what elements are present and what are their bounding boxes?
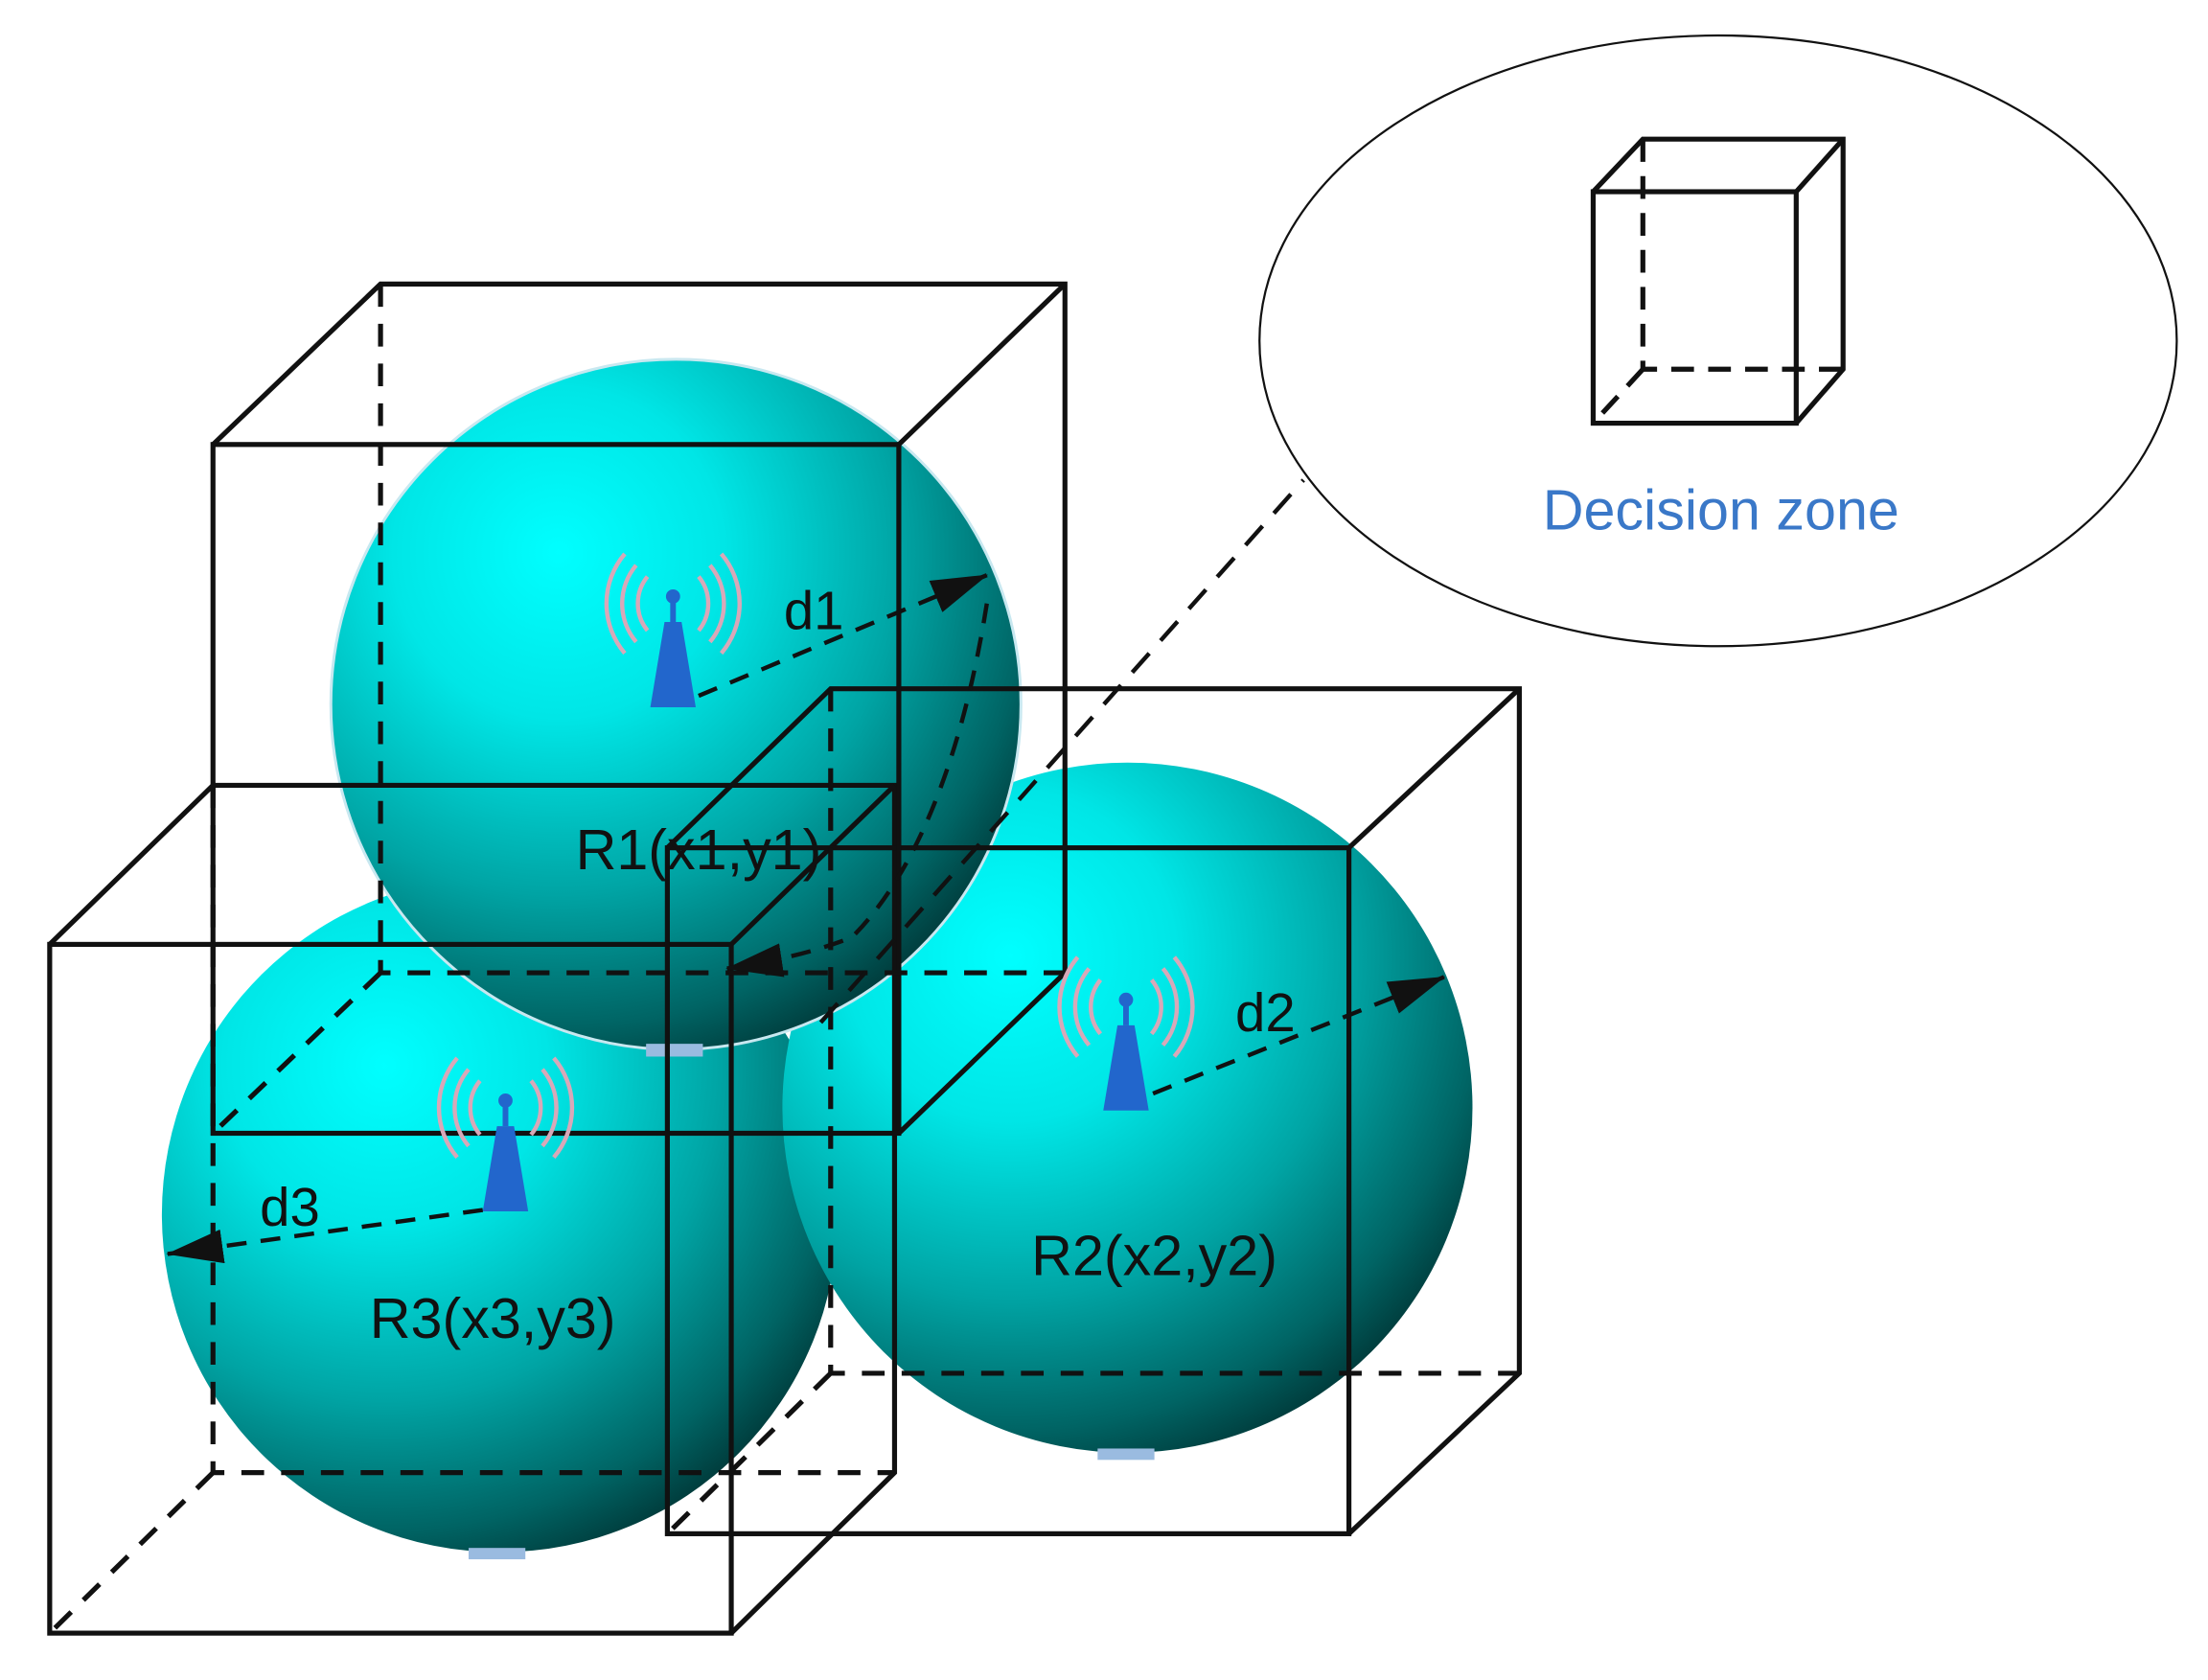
sphere-r1 — [329, 357, 1023, 1057]
arrow-icon — [1152, 975, 1446, 1096]
cube-r1 — [210, 281, 1068, 1137]
cube-r3 — [47, 782, 898, 1636]
cube-r2 — [664, 686, 1522, 1536]
distance-label-d3: d3 — [260, 1177, 320, 1237]
arrow-icon — [166, 1208, 484, 1264]
distance-label-d2: d2 — [1235, 982, 1296, 1043]
decision-zone-callout: Decision zone — [1258, 34, 2178, 648]
arrow-icon — [698, 573, 989, 699]
distance-label-d1: d1 — [784, 580, 844, 640]
receiver-label-r1: R1(x1,y1) — [576, 817, 822, 882]
receiver-label-r3: R3(x3,y3) — [370, 1286, 616, 1350]
decision-zone-label: Decision zone — [1543, 478, 1899, 542]
decision-zone-pointer — [818, 478, 1305, 1024]
decision-zone-cube-icon — [1590, 136, 1846, 426]
arrow-icon — [725, 603, 989, 978]
receiver-label-r2: R2(x2,y2) — [1031, 1224, 1277, 1288]
